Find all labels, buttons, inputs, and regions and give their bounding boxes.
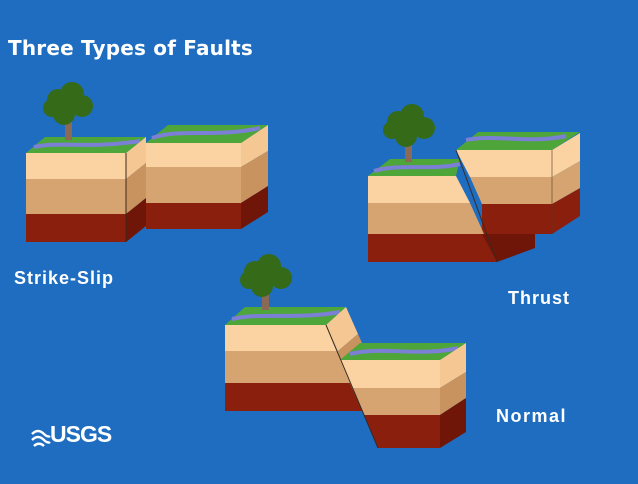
- layer-mid: [352, 388, 440, 415]
- layer-mid: [470, 161, 580, 204]
- layer-bottom: [368, 234, 497, 262]
- layer-top: [340, 360, 440, 388]
- tree-crown-part: [43, 99, 61, 117]
- block-side-bottom: [241, 186, 268, 229]
- block-side-top: [440, 343, 466, 388]
- layer-bottom: [482, 188, 580, 234]
- block-side-bottom: [440, 398, 466, 448]
- layer-top: [225, 325, 338, 351]
- river: [231, 310, 341, 321]
- river: [465, 134, 567, 142]
- river: [349, 346, 459, 356]
- thrust-label: Thrust: [508, 288, 570, 308]
- tree: [383, 104, 435, 162]
- thrust-left-block: [368, 149, 535, 263]
- tree-crown-part: [413, 117, 435, 139]
- strike-slip-label: Strike-Slip: [14, 268, 115, 288]
- tree: [240, 254, 292, 310]
- river: [373, 162, 461, 173]
- tree-trunk: [405, 140, 412, 162]
- layer-mid: [368, 203, 484, 234]
- layer-top: [368, 176, 470, 203]
- strike-slip-right-block: [146, 125, 268, 229]
- block-side-bottom: [126, 198, 146, 242]
- layer-mid: [26, 179, 126, 214]
- layer-bottom: [225, 383, 365, 411]
- layer-bottom: [146, 203, 241, 229]
- block-side-mid: [126, 163, 146, 214]
- layer-bottom: [26, 214, 126, 242]
- block-side-bottom: [482, 234, 535, 262]
- layer-top: [26, 153, 126, 179]
- thrust-diagram: [368, 104, 580, 263]
- tree-crown-part: [240, 271, 258, 289]
- normal-diagram: [225, 254, 466, 449]
- tree-crown-part: [270, 267, 292, 289]
- strike-slip-left-block: [26, 137, 146, 242]
- normal-left-block: [225, 307, 366, 411]
- strike-slip-diagram: [26, 82, 268, 242]
- tree: [43, 82, 93, 140]
- tree-crown-part: [71, 95, 93, 117]
- layer-mid: [225, 351, 352, 383]
- normal-label: Normal: [496, 406, 568, 426]
- block-side-top: [241, 125, 268, 167]
- fault-line: [325, 324, 379, 449]
- block-side-mid: [440, 372, 466, 415]
- tree-crown-part: [383, 121, 401, 139]
- tree-trunk: [262, 290, 269, 310]
- block-side-top: [326, 307, 358, 351]
- tree-trunk: [65, 118, 72, 140]
- layer-top: [146, 143, 241, 167]
- block-side-top: [126, 137, 146, 179]
- river: [151, 126, 261, 140]
- river: [33, 139, 141, 149]
- layer-bottom: [364, 415, 440, 448]
- usgs-logo-text: USGS: [50, 421, 112, 447]
- page-title: Three Types of Faults: [8, 36, 254, 60]
- block-side-mid: [241, 151, 268, 203]
- usgs-logo-icon: [31, 429, 51, 447]
- normal-right-block: [325, 324, 466, 449]
- layer-top: [456, 133, 580, 177]
- thrust-right-block: [456, 132, 580, 234]
- layer-mid: [146, 167, 241, 203]
- fault-line: [455, 149, 498, 263]
